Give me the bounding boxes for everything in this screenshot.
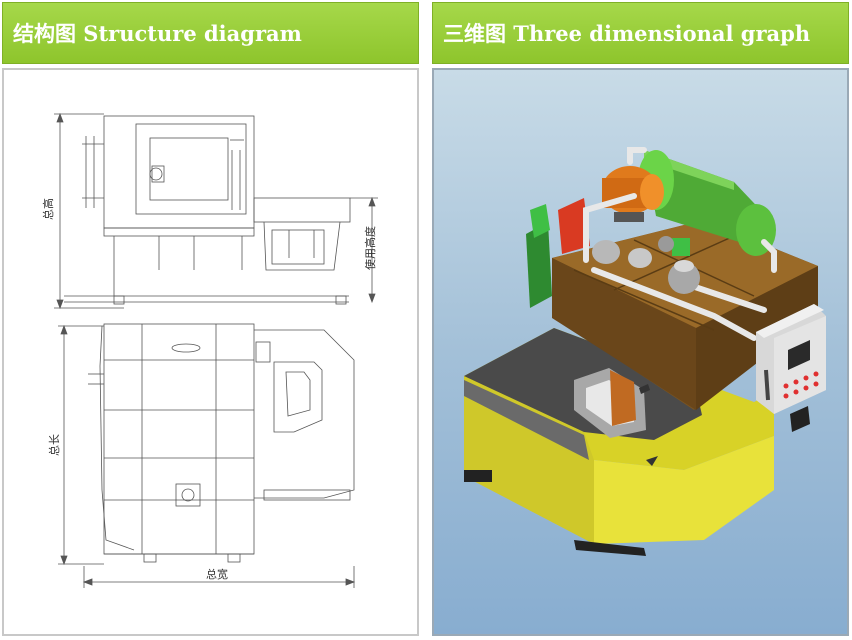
- valves: [592, 236, 700, 294]
- plan-view: [58, 323, 356, 588]
- front-elevation-view: [54, 112, 378, 310]
- structure-diagram-panel: 总高 使用高度 总长 总宽: [2, 68, 419, 636]
- machine-3d-render: [464, 147, 826, 556]
- base-marker: [646, 456, 658, 466]
- three-dimensional-graph-panel: [432, 68, 849, 636]
- control-cabinet: [756, 304, 826, 414]
- total-height-label: 总高: [41, 198, 55, 220]
- total-width-label: 总宽: [206, 567, 228, 581]
- structure-drawing: 总高 使用高度 总长 总宽: [41, 112, 378, 588]
- three-dimensional-graph-header: 三维图 Three dimensional graph: [432, 2, 849, 64]
- structure-diagram-title: 结构图 Structure diagram: [13, 21, 302, 46]
- three-dimensional-graph-title: 三维图 Three dimensional graph: [443, 21, 811, 46]
- structure-diagram-header: 结构图 Structure diagram: [2, 2, 419, 64]
- total-length-label: 总长: [47, 434, 61, 456]
- working-height-label: 使用高度: [363, 226, 377, 270]
- piping: [583, 147, 777, 341]
